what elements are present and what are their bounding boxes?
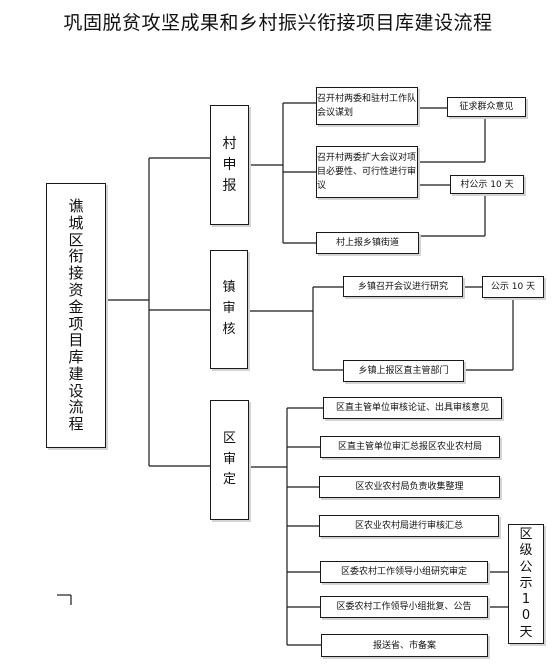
district-step-3: 区农业农村局负责收集整理 xyxy=(319,476,500,498)
district-step-4: 区农业农村局进行审核汇总 xyxy=(319,515,499,537)
district-side-publicity: 区级公示 10 天 xyxy=(508,524,544,644)
root-box: 谯城区衔接资金项目库建设流程 xyxy=(46,183,106,448)
district-step-6: 区委农村工作领导小组批复、公告 xyxy=(320,596,488,618)
stage-district-label: 区审定 xyxy=(222,430,236,488)
page-title: 巩固脱贫攻坚成果和乡村振兴衔接项目库建设流程 xyxy=(63,12,493,34)
stage-town-box: 镇审核 xyxy=(210,250,248,369)
village-step-expanded-meeting: 召开村两委扩大会议对项目必要性、可行性进行审议 xyxy=(316,146,418,198)
stage-village-label: 村申报 xyxy=(222,135,237,194)
village-side-publicity: 村公示 10 天 xyxy=(450,175,524,194)
district-step-1: 区直主管单位审核论证、出具审核意见 xyxy=(323,397,502,419)
town-step-research: 乡镇召开会议进行研究 xyxy=(343,276,463,297)
village-step-report-town: 村上报乡镇街道 xyxy=(316,232,419,254)
stage-district-box: 区审定 xyxy=(210,400,249,520)
district-step-5: 区委农村工作领导小组研究审定 xyxy=(320,561,488,583)
village-step-meeting: 召开村两委和驻村工作队会议谋划 xyxy=(316,87,418,125)
village-side-opinions: 征求群众意见 xyxy=(447,97,526,117)
town-side-publicity: 公示 10 天 xyxy=(482,276,544,298)
district-step-7: 报送省、市备案 xyxy=(321,634,488,657)
district-side-publicity-label: 区级公示 10 天 xyxy=(519,527,533,640)
town-step-report-dept: 乡镇上报区直主管部门 xyxy=(343,360,464,382)
stage-town-label: 镇审核 xyxy=(222,280,236,337)
stage-village-box: 村申报 xyxy=(210,105,249,225)
root-label: 谯城区衔接资金项目库建设流程 xyxy=(68,196,84,434)
district-step-2: 区直主管单位审汇总报区农业农村局 xyxy=(320,436,500,458)
